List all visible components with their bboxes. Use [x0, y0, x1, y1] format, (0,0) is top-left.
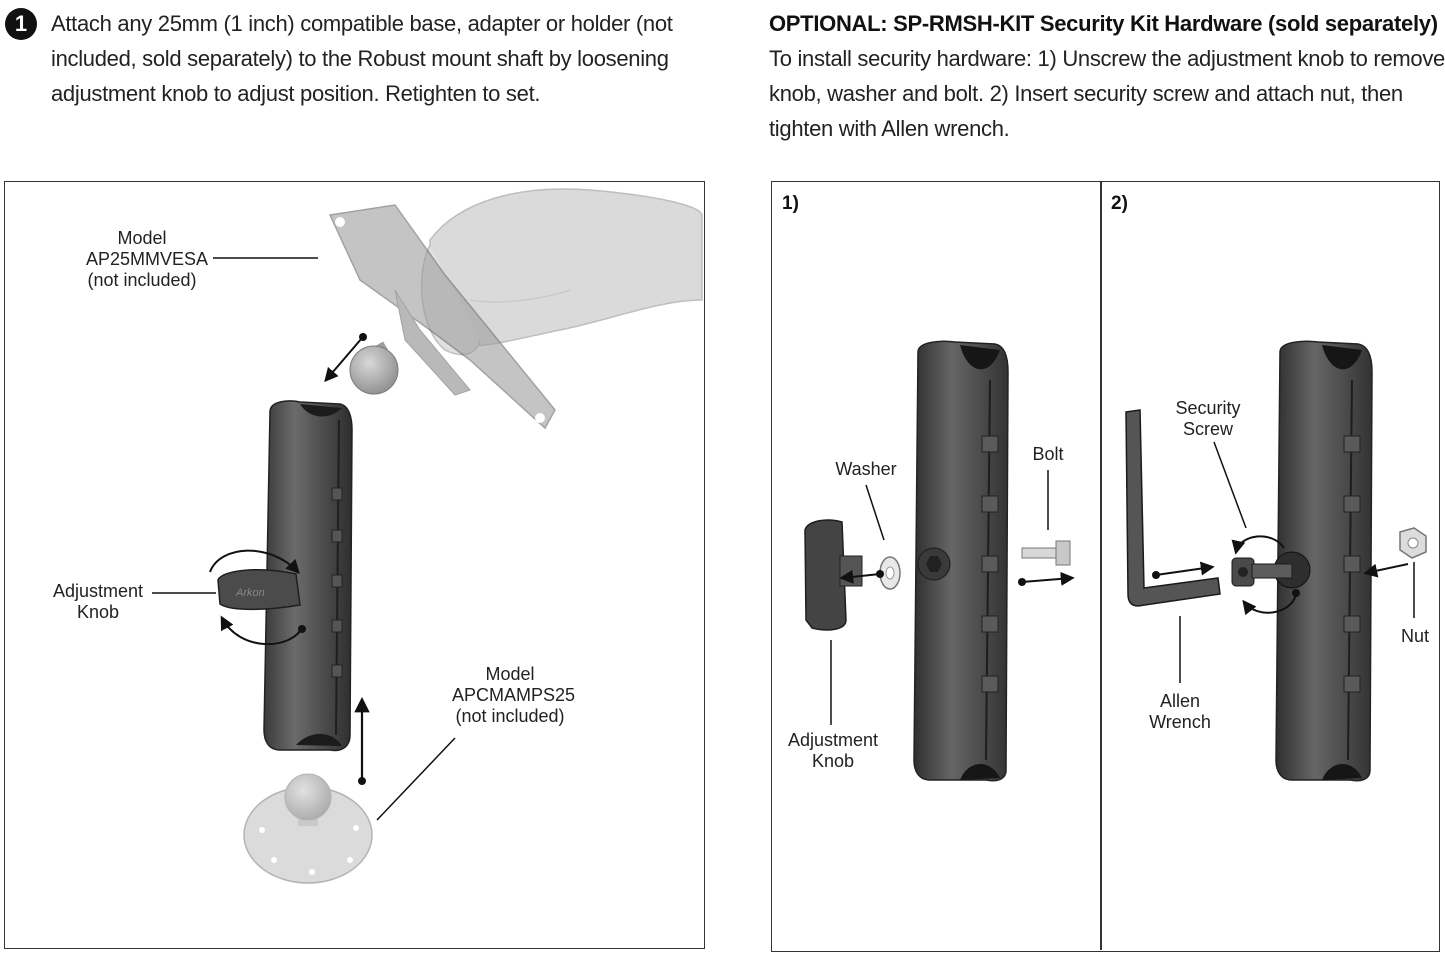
vesa-callout: Model AP25MMVESA (not included) — [86, 228, 209, 291]
robust-arm-panel-2 — [1273, 340, 1373, 782]
knob-label-line2: Knob — [76, 602, 120, 622]
bolt-label: Bolt — [1032, 444, 1064, 464]
robust-arm-panel-1 — [913, 340, 1009, 782]
security-screw-part — [1231, 557, 1293, 587]
screw-label-line2: Screw — [1182, 419, 1233, 439]
round-base-illustration — [243, 773, 373, 884]
knob-callout-left: Adjustment Knob — [48, 581, 148, 623]
wrench-callout: Allen Wrench — [1146, 691, 1214, 733]
tighten-arrow-upper — [1231, 535, 1285, 555]
base-callout-line — [376, 737, 456, 821]
allen-wrench-part — [1125, 409, 1221, 607]
step-1-instructions: Attach any 25mm (1 inch) compatible base… — [51, 11, 673, 106]
panel-2-label: 2) — [1111, 193, 1128, 214]
panel-divider — [1100, 182, 1102, 950]
adjustment-knob-left: Arkon — [217, 569, 301, 611]
attach-arrow-top — [324, 337, 363, 383]
adjustment-knob-panel-1 — [804, 519, 863, 631]
vesa-model-code: AP25MMVESA — [86, 249, 209, 269]
base-model-code: APCMAMPS25 — [452, 685, 576, 705]
robust-arm-left — [263, 400, 353, 752]
bolt-part — [1021, 540, 1071, 566]
insert-wrench-arrow — [1155, 561, 1215, 576]
knob-callout-panel-1: Adjustment Knob — [783, 730, 883, 772]
vesa-plate-illustration — [328, 204, 556, 430]
washer-callout-line — [865, 484, 885, 541]
knob-p1-label-line1: Adjustment — [787, 730, 879, 750]
remove-knob-arrow — [839, 569, 881, 584]
vesa-model-label: Model — [117, 228, 167, 248]
knob-p1-label-line2: Knob — [811, 751, 855, 771]
nut-label: Nut — [1400, 626, 1429, 646]
attach-nut-arrow — [1363, 563, 1409, 578]
vesa-model-note: (not included) — [87, 270, 197, 290]
tighten-arrow-lower — [1242, 593, 1297, 616]
screw-callout-line — [1213, 441, 1247, 529]
knob-brand-text: Arkon — [235, 587, 265, 599]
rotate-arrow-upper — [209, 549, 300, 575]
wrench-label-line1: Allen — [1159, 691, 1201, 711]
base-model-note: (not included) — [455, 706, 565, 726]
rotate-arrow-lower — [220, 615, 303, 646]
step-number-badge: 1 — [5, 8, 37, 40]
washer-label: Washer — [835, 459, 897, 479]
screw-label-line1: Security — [1175, 398, 1241, 418]
base-callout: Model APCMAMPS25 (not included) — [452, 664, 576, 727]
base-model-label: Model — [485, 664, 535, 684]
knob-label-line1: Adjustment — [52, 581, 144, 601]
vesa-ball — [349, 345, 399, 395]
panel-1-label: 1) — [782, 193, 799, 214]
screw-callout: Security Screw — [1170, 398, 1246, 440]
wrench-label-line2: Wrench — [1149, 712, 1211, 732]
optional-kit-title: OPTIONAL: SP-RMSH-KIT Security Kit Hardw… — [769, 11, 1438, 36]
remove-bolt-arrow — [1021, 571, 1075, 586]
optional-kit-instructions: To install security hardware: 1) Unscrew… — [769, 46, 1445, 141]
